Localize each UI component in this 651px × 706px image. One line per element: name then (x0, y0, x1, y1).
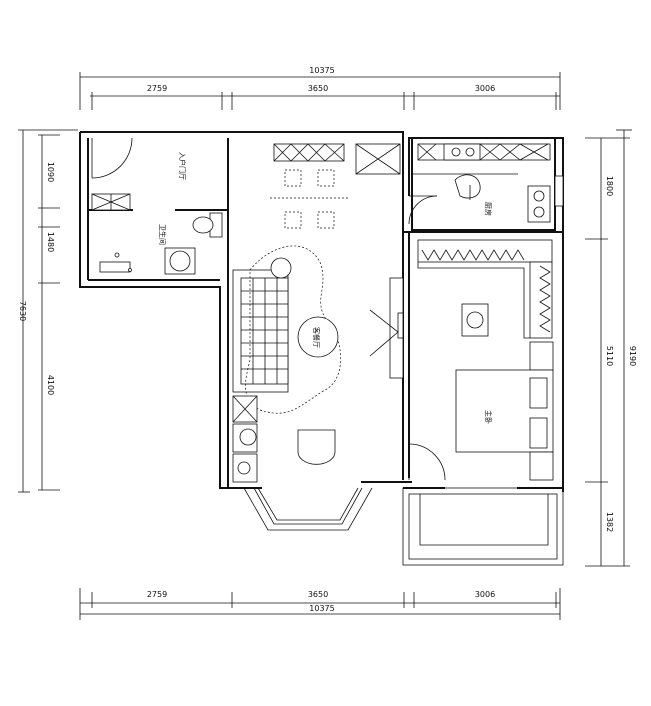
bedroom-door (408, 443, 446, 481)
tv-wall (369, 277, 404, 379)
bottom-dim-2: 3650 (308, 590, 328, 599)
bedroom-label: 主卧 (484, 410, 493, 424)
bottom-dim-1: 2759 (147, 590, 167, 599)
bathroom-label: 卫生间 (158, 224, 167, 245)
right-dim-2: 5110 (605, 346, 614, 366)
walls (79, 131, 564, 566)
dining-chairs (270, 169, 350, 229)
top-dim-1: 2759 (147, 84, 167, 93)
bedroom-wardrobe (417, 239, 553, 339)
left-dimensions: 7630 1090 1480 4100 (18, 129, 78, 493)
top-dim-2: 3650 (308, 84, 328, 93)
bedroom-plant-icon (466, 311, 484, 329)
coffee-table (297, 316, 339, 358)
left-dim-3: 4100 (46, 375, 55, 395)
right-dimensions: 1800 5110 1382 9190 (585, 129, 637, 567)
kitchen-fixtures (412, 143, 551, 223)
entrance-door (91, 137, 133, 179)
top-dim-3: 3006 (475, 84, 495, 93)
entrance-label: 入户门厅 (178, 152, 187, 180)
right-total-dim: 9190 (628, 346, 637, 366)
top-total-dim: 10375 (309, 66, 334, 75)
top-dimensions: 10375 2759 3650 3006 (79, 66, 561, 110)
left-dim-1: 1090 (46, 162, 55, 182)
right-dim-3: 1382 (605, 512, 614, 532)
bathroom-fixtures (91, 193, 223, 275)
nightstand (529, 341, 554, 371)
kitchen-door (408, 195, 438, 225)
kitchen-label: 厨房 (484, 202, 493, 216)
left-total-dim: 7630 (18, 301, 27, 321)
living-top-cabinet (273, 143, 401, 175)
laundry-cabinets (232, 395, 258, 483)
bottom-dimensions: 2759 3650 3006 10375 (79, 588, 561, 620)
bottom-dim-3: 3006 (475, 590, 495, 599)
living-label: 客餐厅 (312, 327, 321, 348)
rug (245, 245, 341, 414)
left-dim-2: 1480 (46, 232, 55, 252)
sofa (232, 257, 292, 393)
right-dim-1: 1800 (605, 176, 614, 196)
bed (455, 369, 554, 481)
armchair (297, 429, 336, 465)
bottom-total-dim: 10375 (309, 604, 334, 613)
